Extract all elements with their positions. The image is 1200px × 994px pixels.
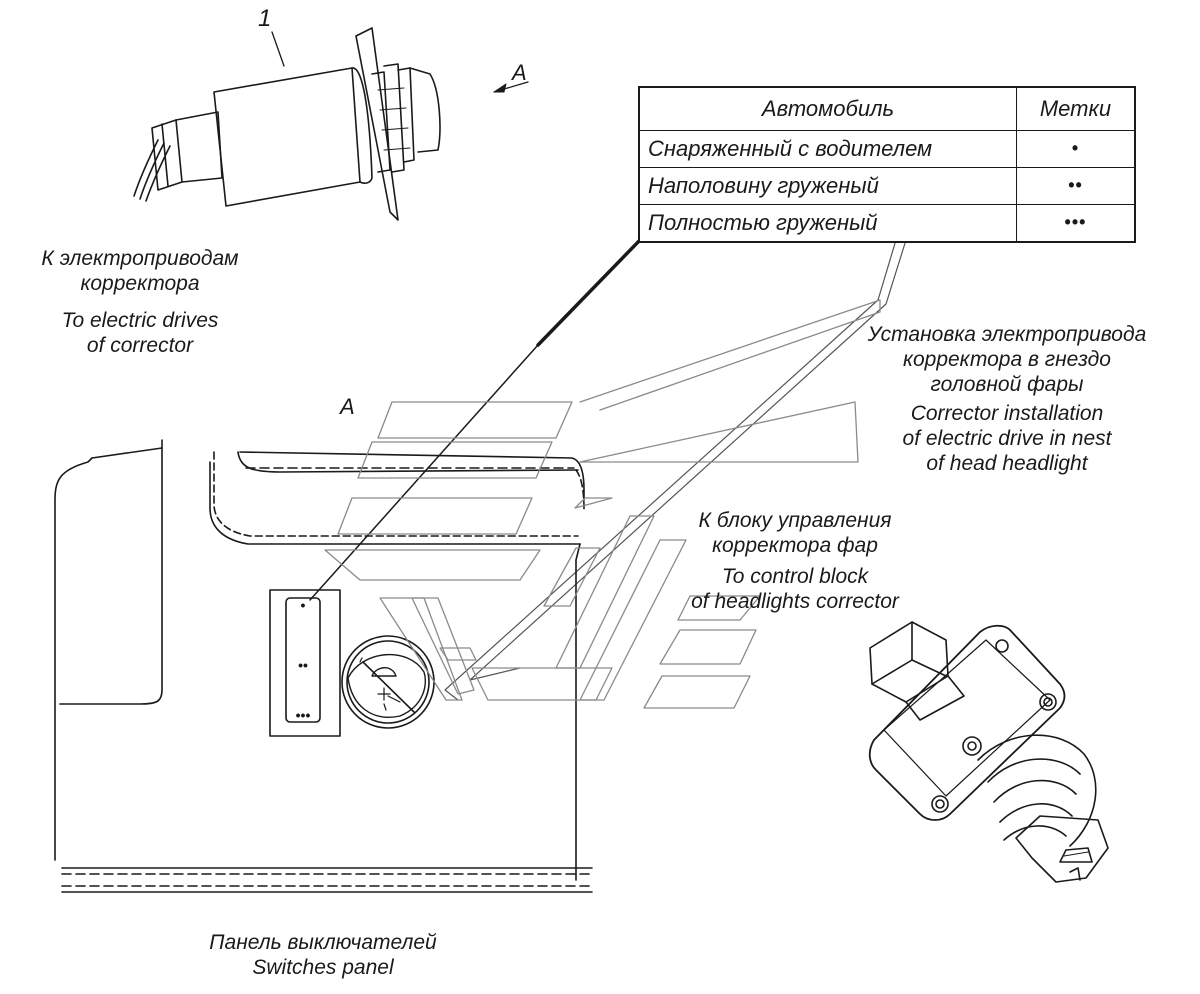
install-label-ru-1: Установка электропривода <box>867 323 1147 346</box>
table-row: Полностью груженый ••• <box>638 203 1136 243</box>
marks-table: Автомобиль Метки Снаряженный с водителем… <box>638 86 1136 243</box>
table-row: Наполовину груженый •• <box>638 166 1136 205</box>
panel-label: Панель выключателей Switches panel <box>168 930 478 980</box>
row-mark: ••• <box>1016 203 1136 243</box>
install-label-ru-3: головной фары <box>930 373 1084 396</box>
install-label-ru-2: корректора в гнездо <box>903 348 1111 371</box>
scale-mark-top: • <box>300 597 306 613</box>
install-label-en-1: Corrector installation <box>910 402 1104 425</box>
wire-label: К электроприводам корректора To electric… <box>12 246 268 358</box>
row-car: Наполовину груженый <box>638 166 1017 205</box>
row-mark: • <box>1016 130 1136 168</box>
wire-label-ru-2: корректора <box>80 272 200 295</box>
control-block-label: К блоку управления корректора фар To con… <box>660 508 930 614</box>
headlight-mount-illustration <box>324 299 881 709</box>
scale-mark-bottom: ••• <box>295 707 311 723</box>
header-car: Автомобиль <box>638 86 1017 131</box>
row-mark: •• <box>1016 166 1136 205</box>
marks-table-header: Автомобиль Метки <box>638 86 1136 131</box>
view-arrow-label: A <box>512 60 527 85</box>
install-label-en-2: of electric drive in nest <box>902 427 1112 450</box>
panel-label-en: Switches panel <box>252 956 394 979</box>
corrector-drive-illustration <box>133 27 441 221</box>
view-label: A <box>340 394 355 419</box>
row-car: Снаряженный с водителем <box>638 130 1017 168</box>
control-label-en-1: To control block <box>721 565 869 588</box>
control-label-ru-1: К блоку управления <box>698 509 892 532</box>
wire-label-en-2: of corrector <box>86 334 194 357</box>
callout-number: 1 <box>258 5 272 32</box>
wire-label-ru-1: К электроприводам <box>41 247 239 270</box>
table-leader-bold <box>536 238 642 347</box>
header-marks: Метки <box>1016 86 1136 131</box>
wire-label-en-1: To electric drives <box>61 309 219 332</box>
control-label-ru-2: корректора фар <box>712 534 878 557</box>
scale-mark-middle: •• <box>298 657 308 673</box>
install-label: Установка электропривода корректора в гн… <box>832 322 1182 476</box>
install-leader <box>469 239 907 681</box>
install-label-en-3: of head headlight <box>926 452 1088 475</box>
switches-panel-illustration <box>54 439 593 893</box>
table-leader <box>309 344 539 601</box>
table-row: Снаряженный с водителем • <box>638 130 1136 168</box>
control-block-connector-illustration <box>868 621 1109 883</box>
row-car: Полностью груженый <box>638 203 1017 243</box>
control-label-en-2: of headlights corrector <box>691 590 899 613</box>
panel-label-ru: Панель выключателей <box>209 931 437 954</box>
